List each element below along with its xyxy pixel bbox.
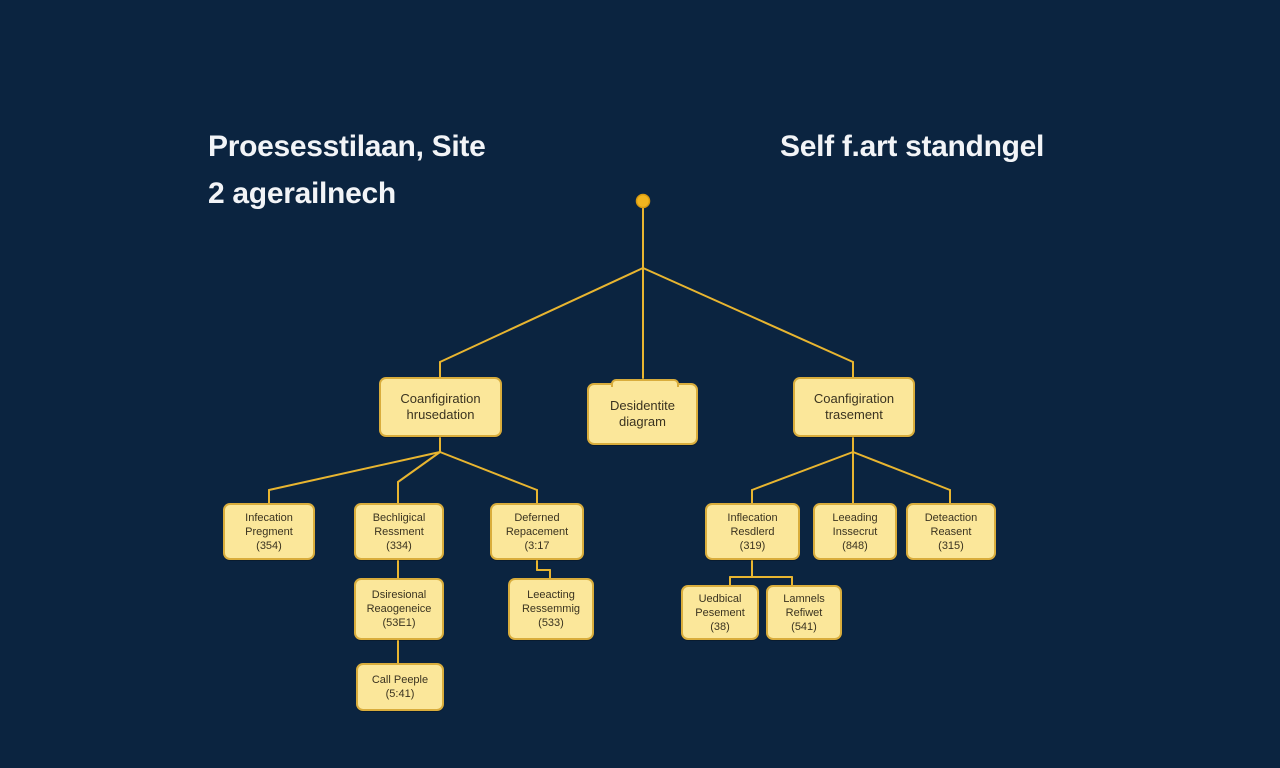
node-leeading-count: (848) <box>842 539 868 552</box>
node-infection-right-line1: Inflecation <box>727 511 778 524</box>
node-uedbical-line1: Uedbical <box>698 592 742 605</box>
node-bechlogical-count: (334) <box>386 539 412 552</box>
node-detection-line2: Reasent <box>930 525 972 538</box>
node-lamnels-count: (541) <box>791 620 817 633</box>
node-dsiresional-line2: Reaogeneice <box>366 603 432 615</box>
connector-cl-bechlogical <box>397 451 441 483</box>
node-detection-count: (315) <box>938 539 964 552</box>
node-lamnels-line2: Refiwet <box>785 606 823 619</box>
node-configuration-left[interactable]: Coanfigiration hrusedation <box>379 377 502 437</box>
node-infection-right-line2: Resdlerd <box>730 525 775 538</box>
connector-cr-detection <box>852 451 951 491</box>
node-infection-left-count: (354) <box>256 539 282 552</box>
node-deferned[interactable]: Deferned Repacement (3:17 <box>490 503 584 560</box>
node-center-diagram-line2: diagram <box>619 414 666 429</box>
node-configuration-right-line1: Coanfigiration <box>813 391 895 406</box>
node-lamnels[interactable]: Lamnels Refiwet (541) <box>766 585 842 640</box>
node-leeacting-count: (533) <box>538 617 564 629</box>
node-leeading-line1: Leeading <box>832 511 878 524</box>
node-configuration-left-line2: hrusedation <box>406 407 475 422</box>
node-center-diagram-line1: Desidentite <box>609 398 676 413</box>
node-dsiresional-count: (53E1) <box>382 617 416 629</box>
connector-cl-deferned <box>439 451 538 491</box>
root-node-dot <box>635 193 651 209</box>
node-configuration-left-line1: Coanfigiration <box>400 391 481 406</box>
node-deferned-line2: Repacement <box>505 525 569 538</box>
connector-root-right <box>642 267 854 363</box>
title-right: Self f.art standngel <box>780 130 1045 163</box>
folder-tab <box>611 379 679 387</box>
node-uedbical-count: (38) <box>710 620 730 633</box>
node-leeacting[interactable]: Leeacting Ressemmig (533) <box>508 578 594 640</box>
node-leeacting-line1: Leeacting <box>527 589 575 601</box>
node-configuration-right-line2: trasement <box>825 407 883 422</box>
connector-root-left <box>439 267 644 363</box>
node-call-peeple-line1: Call Peeple <box>371 674 429 686</box>
node-leeading-line2: Inssecrut <box>832 525 878 538</box>
node-uedbical-line2: Pesement <box>695 606 745 619</box>
node-uedbical[interactable]: Uedbical Pesement (38) <box>681 585 759 640</box>
node-center-diagram[interactable]: Desidentite diagram <box>587 379 698 445</box>
connector-cl-infection <box>268 451 441 491</box>
node-infection-right-count: (319) <box>739 539 766 552</box>
node-deferned-line1: Deferned <box>514 511 560 524</box>
node-lamnels-line1: Lamnels <box>783 592 825 605</box>
node-detection-line1: Deteaction <box>924 511 978 524</box>
node-leeacting-line2: Ressemmig <box>521 603 581 615</box>
node-dsiresional-line1: Dsiresional <box>371 589 427 601</box>
node-infection-left[interactable]: Infecation Pregment (354) <box>223 503 315 560</box>
node-bechlogical-line2: Ressment <box>374 525 424 538</box>
node-deferned-count: (3:17 <box>524 539 550 552</box>
node-infection-left-line1: Infecation <box>245 511 293 524</box>
node-call-peeple[interactable]: Call Peeple (5:41) <box>356 663 444 711</box>
title-left-line2: 2 agerailnech <box>208 177 396 210</box>
node-detection[interactable]: Deteaction Reasent (315) <box>906 503 996 560</box>
title-left-line1: Proesesstilaan, Site <box>208 130 486 163</box>
node-call-peeple-count: (5:41) <box>385 688 415 700</box>
node-configuration-right[interactable]: Coanfigiration trasement <box>793 377 915 437</box>
node-infection-left-line2: Pregment <box>245 525 293 538</box>
node-infection-right[interactable]: Inflecation Resdlerd (319) <box>705 503 800 560</box>
node-leeading[interactable]: Leeading Inssecrut (848) <box>813 503 897 560</box>
node-bechlogical-line1: Bechligical <box>372 511 426 524</box>
node-bechlogical[interactable]: Bechligical Ressment (334) <box>354 503 444 560</box>
connector-cr-infection <box>751 451 854 491</box>
node-dsiresional[interactable]: Dsiresional Reaogeneice (53E1) <box>354 578 444 640</box>
